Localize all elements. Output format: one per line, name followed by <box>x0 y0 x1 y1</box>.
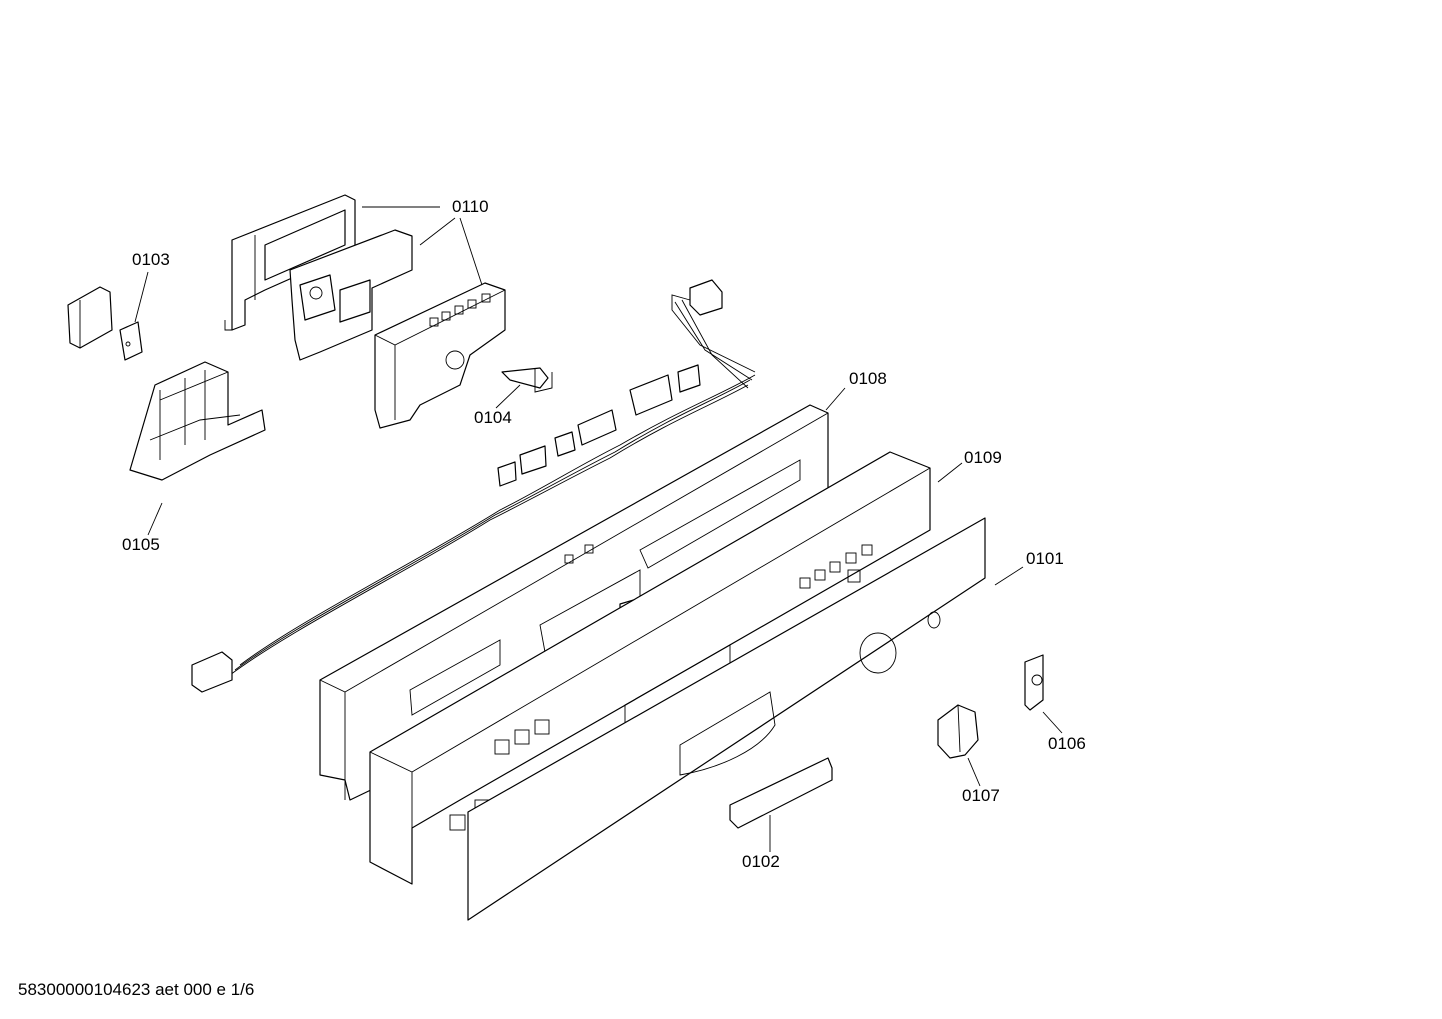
part-0109-panel <box>369 451 931 885</box>
leader-0101 <box>994 566 1024 586</box>
part-0105-mount <box>129 361 266 481</box>
part-0102-trim <box>729 757 833 829</box>
leader-0104 <box>495 384 521 409</box>
leader-0110-b <box>419 217 456 246</box>
callout-0102: 0102 <box>742 852 780 871</box>
callout-0105: 0105 <box>122 535 160 554</box>
leader-0103 <box>134 271 149 323</box>
leader-lines <box>134 206 1063 852</box>
callout-0101: 0101 <box>1026 549 1064 568</box>
callout-0108: 0108 <box>849 369 887 388</box>
part-0110-controller <box>374 282 506 429</box>
callout-0110: 0110 <box>452 197 489 216</box>
leader-0105 <box>147 502 163 536</box>
leader-0106 <box>1042 711 1063 734</box>
leader-0109 <box>937 462 963 483</box>
leader-0110-c <box>459 217 483 286</box>
callout-0104: 0104 <box>474 408 512 427</box>
part-0110-housing <box>224 194 413 361</box>
callout-0109: 0109 <box>964 448 1002 467</box>
part-0107-knob <box>937 704 979 759</box>
leader-0108 <box>825 387 846 411</box>
document-id: 58300000104623 aet 000 e 1/6 <box>18 980 255 999</box>
callout-0107: 0107 <box>962 786 1000 805</box>
leader-0107 <box>967 757 981 787</box>
part-0101-fascia <box>467 517 986 921</box>
callout-0106: 0106 <box>1048 734 1086 753</box>
part-0106-switch <box>1024 654 1044 711</box>
part-0104-sensor <box>501 367 553 393</box>
part-0103-bracket <box>67 286 143 361</box>
callout-0103: 0103 <box>132 250 170 269</box>
cable-harness <box>191 279 756 693</box>
callout-labels: 0110 0103 0105 0104 0108 0109 0101 0106 … <box>122 197 1086 871</box>
